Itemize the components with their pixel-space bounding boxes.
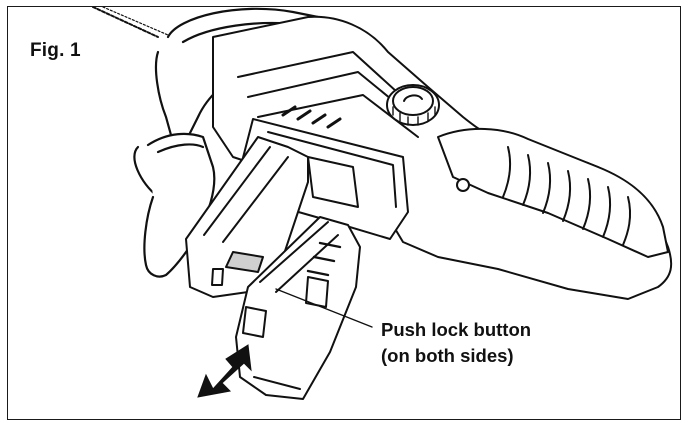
- saw-chain: [92, 7, 169, 38]
- removal-arrow-icon: [197, 344, 252, 398]
- callout-line-1: Push lock button: [381, 319, 532, 340]
- rear-handle: [437, 128, 669, 258]
- callout-line-2: (on both sides): [381, 345, 514, 366]
- callout-leader-line: [275, 288, 373, 328]
- chainsaw-battery-removal-illustration: [92, 7, 673, 400]
- figure-frame: Fig. 1 Push lock button (on both sides): [7, 6, 681, 420]
- callout-text: Push lock button (on both sides): [381, 317, 531, 369]
- chain-tension-knob: [386, 84, 440, 126]
- figure-label: Fig. 1: [30, 40, 81, 61]
